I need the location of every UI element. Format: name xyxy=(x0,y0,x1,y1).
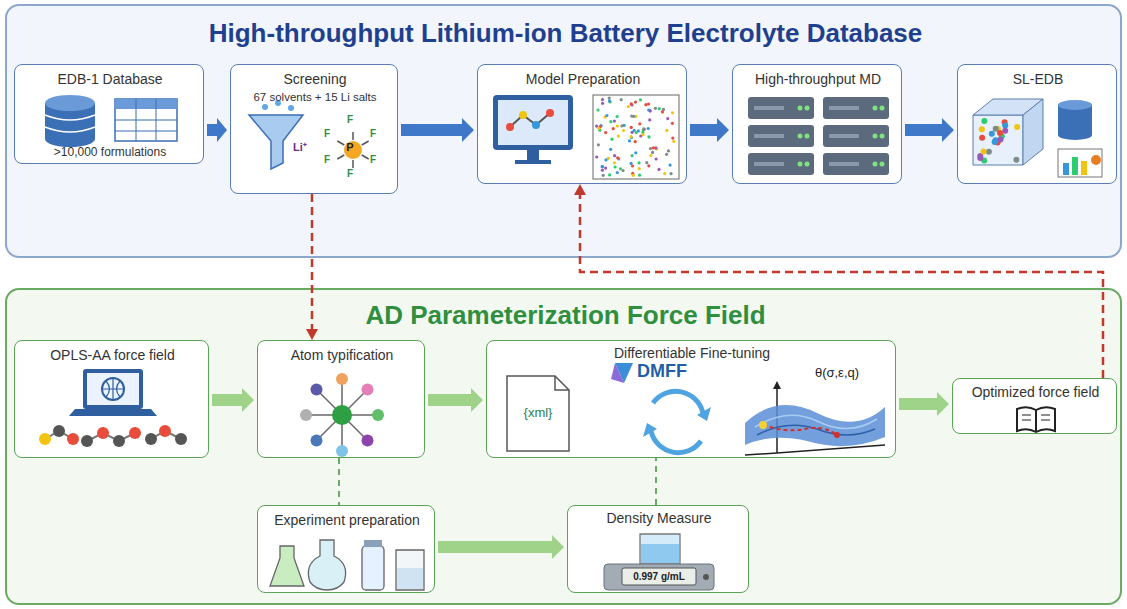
forcefield-panel: AD Parameterization Force FieldOPLS-AA f… xyxy=(5,288,1122,605)
node-title: AD Parameterization Force Field xyxy=(365,300,765,331)
atom-label: F xyxy=(324,155,330,165)
sl-edb-box: SL-EDB xyxy=(957,64,1117,184)
dashed-connector xyxy=(656,458,657,505)
node-title: Differentiable Fine-tuning xyxy=(614,345,770,362)
finetune-box: Differentiable Fine-tuningDMFF {xml} θ(σ,ε… xyxy=(486,340,896,458)
atom-label: F xyxy=(324,129,330,139)
block-arrow xyxy=(401,118,474,142)
node-text: >10,000 formulations xyxy=(54,145,166,159)
typification-box: Atom typification xyxy=(257,340,425,458)
node-title: Experiment preparation xyxy=(274,512,420,529)
block-arrow xyxy=(690,118,729,142)
atom-label: F xyxy=(370,129,376,139)
database-panel: High-throughput Lithium-ion Battery Elec… xyxy=(5,4,1122,258)
block-arrow xyxy=(899,392,949,416)
atom-label: P xyxy=(346,142,353,153)
block-arrow xyxy=(438,535,564,559)
dashed-connector xyxy=(574,184,1103,378)
model-box: Model Preparation xyxy=(477,64,687,184)
dashed-connector xyxy=(339,458,340,505)
opls-box: OPLS-AA force field xyxy=(14,340,209,458)
block-arrow xyxy=(428,388,483,412)
optimized-box: Optimized force field xyxy=(952,378,1117,434)
atom-label: F xyxy=(370,155,376,165)
node-text: 0.997 g/mL xyxy=(633,571,685,583)
node-title: EDB-1 Database xyxy=(57,71,162,88)
node-title: High-throughput MD xyxy=(755,71,881,88)
node-text: 67 solvents + 15 Li salts xyxy=(253,91,376,105)
node-title: Optimized force field xyxy=(972,384,1100,401)
atom-label: F xyxy=(347,115,353,125)
node-title: SL-EDB xyxy=(1013,71,1064,88)
block-arrow xyxy=(905,118,954,142)
dashed-connector xyxy=(306,194,318,340)
node-title: Atom typification xyxy=(291,347,394,364)
node-text: DMFF xyxy=(637,361,717,383)
node-text: θ(σ,ε,q) xyxy=(815,365,859,381)
node-text: {xml} xyxy=(524,405,553,421)
experiment-box: Experiment preparation xyxy=(257,505,435,593)
database-box: EDB-1 Database >10,000 formulations xyxy=(14,64,204,164)
node-title: Density Measure xyxy=(606,510,711,527)
node-title: High-throughput Lithium-ion Battery Elec… xyxy=(209,18,923,49)
node-title: Screening xyxy=(283,71,346,88)
md-box: High-throughput MD xyxy=(732,64,902,184)
node-title: OPLS-AA force field xyxy=(50,347,175,364)
ion-label: Li⁺ xyxy=(293,142,307,153)
block-arrow xyxy=(207,118,227,142)
block-arrow xyxy=(212,388,254,412)
atom-label: F xyxy=(347,169,353,179)
density-box: Density Measure 0.997 g/mL xyxy=(567,505,749,593)
node-title: Model Preparation xyxy=(526,71,640,88)
